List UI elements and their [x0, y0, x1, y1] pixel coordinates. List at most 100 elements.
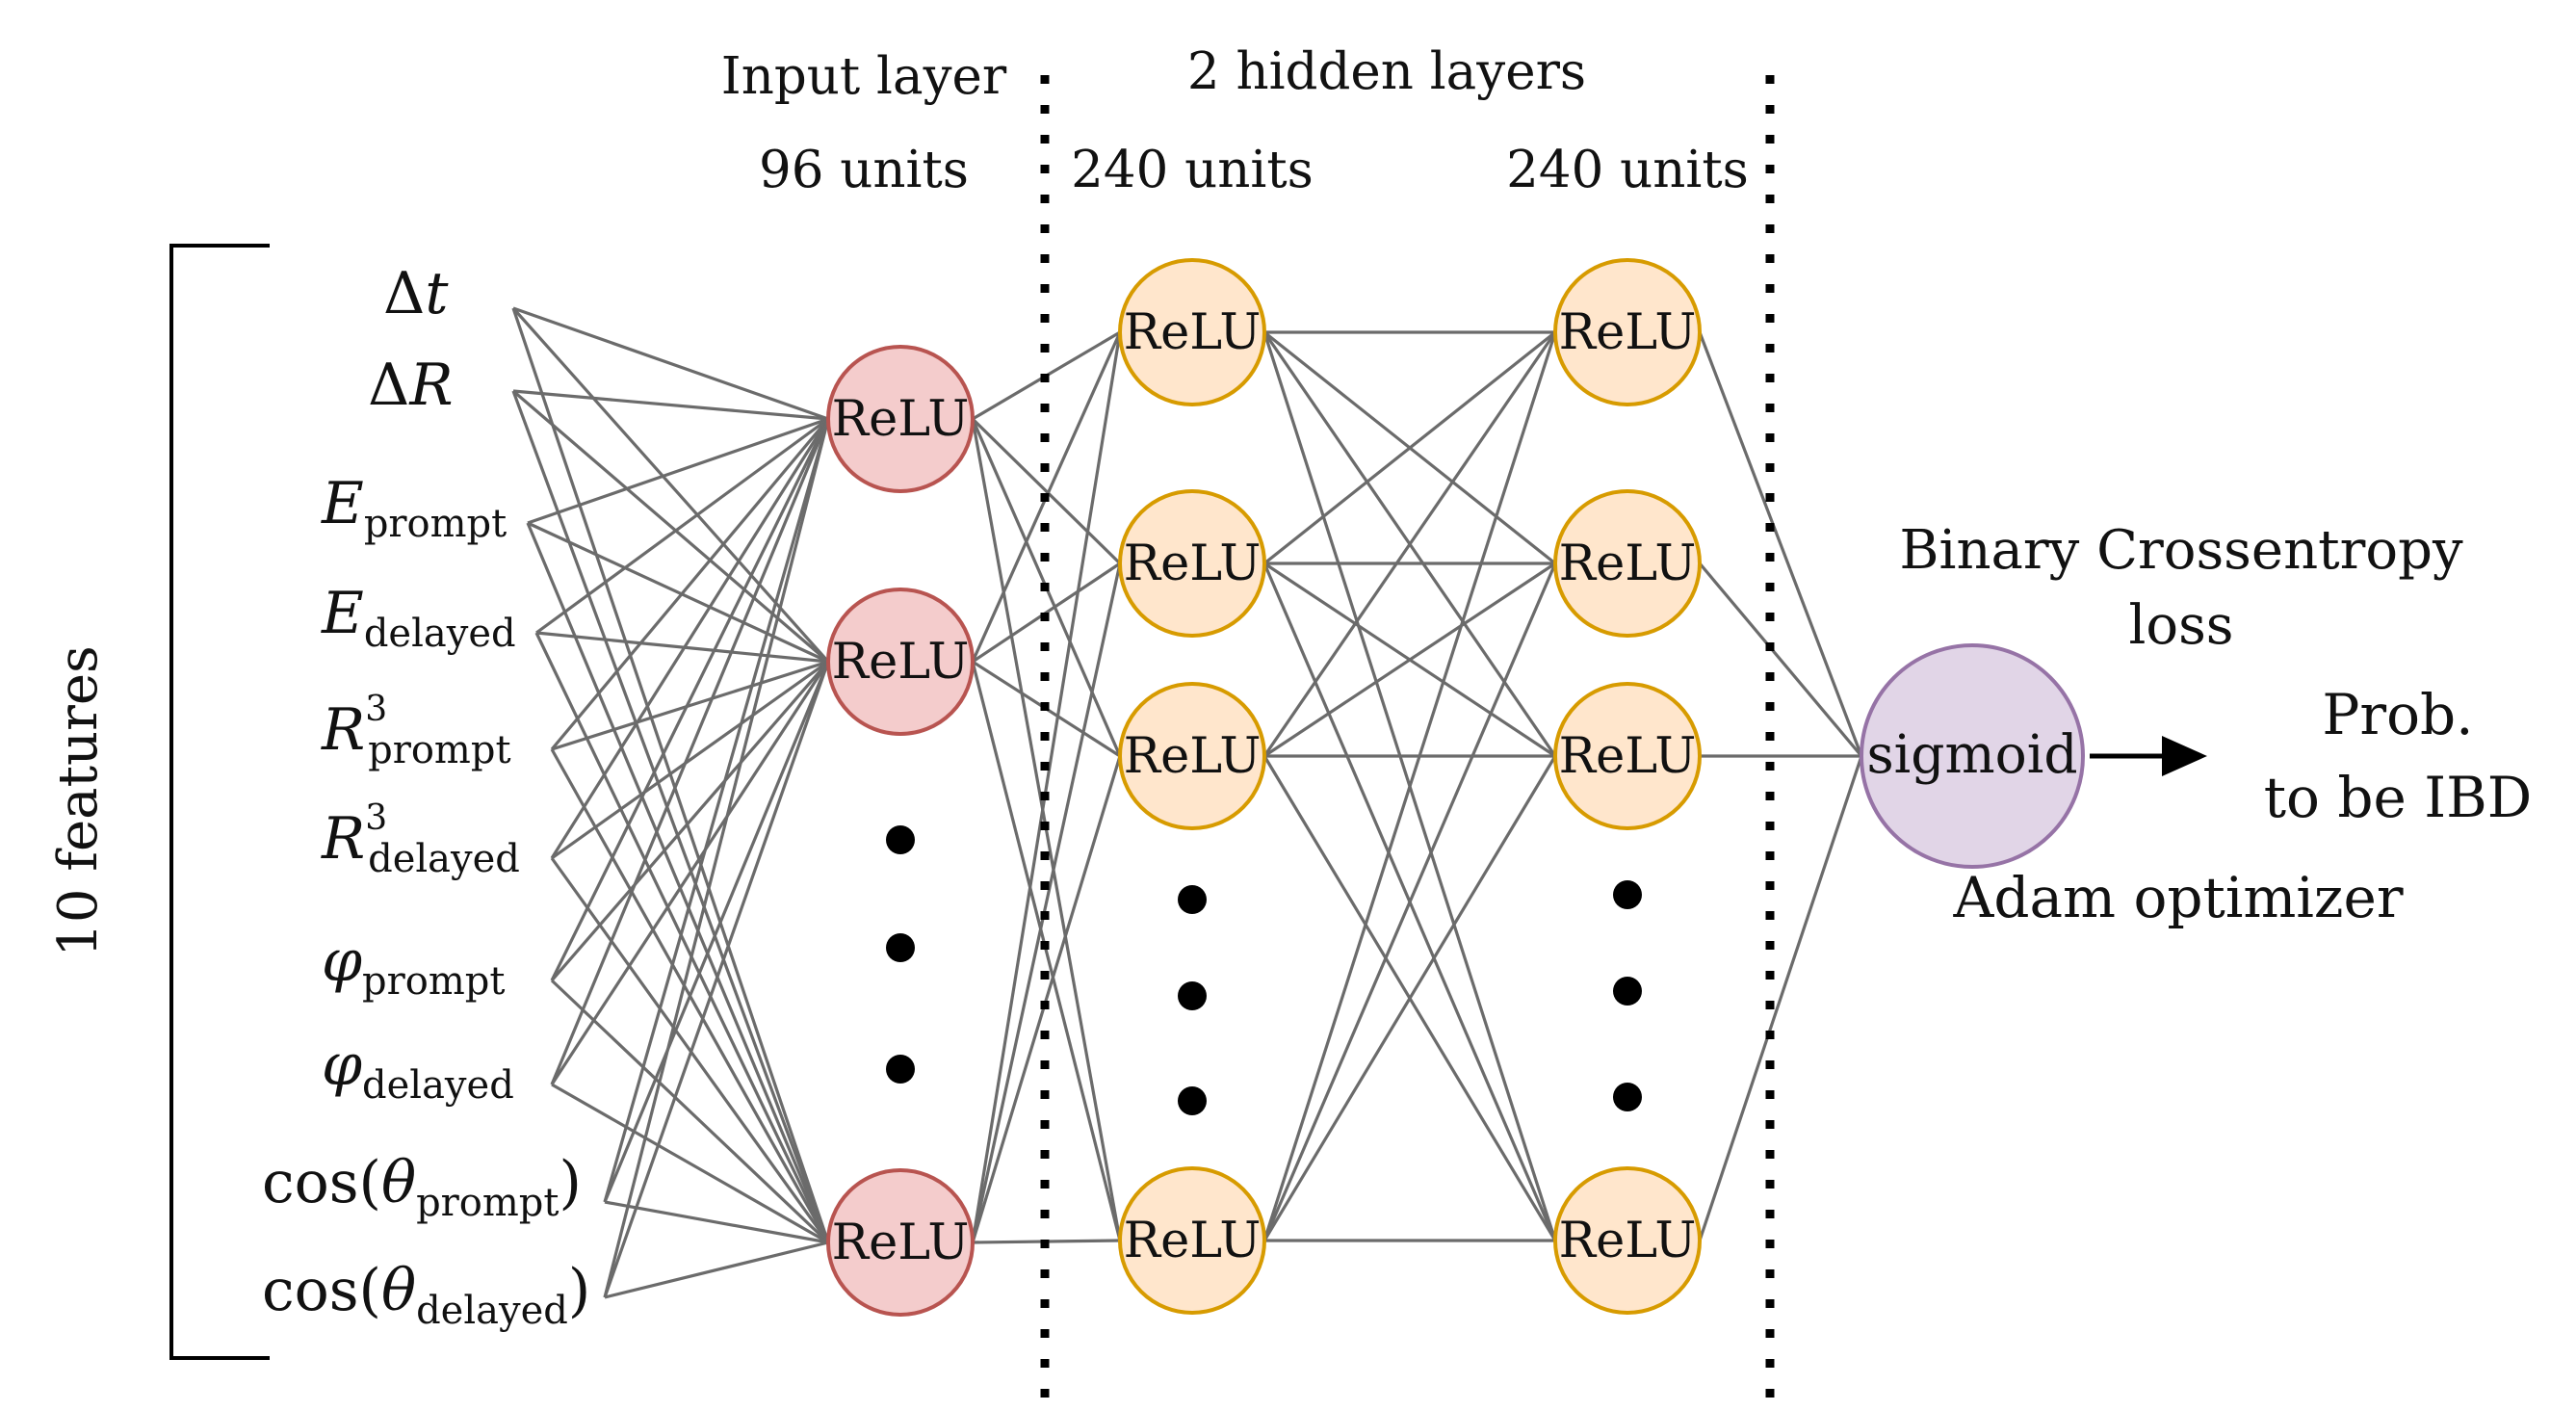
ellipsis-dot — [886, 933, 915, 962]
output-node-label: sigmoid — [1866, 723, 2077, 785]
feature-label: ΔR — [368, 352, 454, 419]
ellipsis-dot — [1178, 981, 1207, 1010]
hidden2-node-4-circle — [1553, 1166, 1702, 1315]
connection-line — [603, 418, 830, 1298]
hidden2-node-2-label: ReLU — [1559, 536, 1697, 592]
connection-line — [550, 418, 830, 1085]
ellipsis-dot — [1613, 880, 1642, 909]
result-line2: to be IBD — [2264, 765, 2533, 830]
hidden1-node-1-label: ReLU — [1124, 304, 1262, 361]
input-ellipsis — [886, 825, 915, 1084]
connection-line — [512, 389, 829, 421]
connection-line — [550, 661, 830, 1085]
feature-label: Edelayed — [321, 580, 516, 656]
connection-line — [550, 418, 830, 859]
hidden2-node-3-label: ReLU — [1559, 728, 1697, 785]
hidden1-ellipsis — [1178, 885, 1207, 1115]
connection-line — [511, 389, 830, 664]
connection-line — [535, 631, 829, 664]
connection-line — [971, 661, 1122, 1241]
hidden2-node-4: ReLU — [1553, 1166, 1702, 1315]
hidden2-ellipsis — [1613, 880, 1642, 1111]
connection-line — [527, 417, 829, 525]
connection-line — [604, 1200, 829, 1244]
hidden1-node-4: ReLU — [1118, 1166, 1266, 1315]
hidden1-node-4-circle — [1118, 1166, 1266, 1315]
connection-line — [971, 562, 1122, 1243]
hidden1-node-2-label: ReLU — [1124, 536, 1262, 592]
connection-line — [971, 755, 1122, 1243]
features-bracket — [169, 244, 270, 1360]
output-node: sigmoid — [1860, 643, 2085, 869]
connection-line — [512, 306, 829, 421]
connection-line — [971, 331, 1122, 1243]
hidden1-node-1: ReLU — [1118, 258, 1266, 406]
ellipsis-dot — [1178, 1086, 1207, 1115]
feature-label: cos(θprompt) — [262, 1149, 582, 1225]
connection-line — [550, 418, 830, 981]
optimizer-label: Adam optimizer — [1952, 865, 2403, 930]
hidden2-node-1-circle — [1553, 258, 1702, 406]
hidden1-node-3-label: ReLU — [1124, 728, 1262, 785]
input-node-3-circle — [826, 1168, 975, 1317]
hidden2-units: 240 units — [1506, 141, 1749, 199]
connection-line — [1263, 562, 1556, 758]
connection-line — [550, 417, 830, 751]
feature-label: Eprompt — [321, 470, 507, 546]
input-layer-units: 96 units — [759, 141, 969, 199]
input-node-1-label: ReLU — [832, 391, 970, 448]
connection-line — [1698, 331, 1863, 757]
hidden1-units: 240 units — [1071, 141, 1314, 199]
hidden2-node-2-circle — [1553, 489, 1702, 638]
feature-label: cos(θdelayed) — [262, 1257, 590, 1333]
hidden2-node-4-label: ReLU — [1559, 1213, 1697, 1269]
connection-line — [1262, 755, 1557, 1241]
connection-line — [971, 417, 1122, 565]
feature-label: φprompt — [322, 928, 505, 1004]
input-node-3: ReLU — [826, 1168, 975, 1317]
ellipsis-dot — [1613, 1083, 1642, 1111]
loss-label-line1: Binary Crossentropy — [1899, 519, 2463, 582]
connection-line — [603, 661, 830, 1203]
connection-line — [550, 660, 830, 982]
connection-line — [1698, 755, 1863, 1241]
hidden1-node-3: ReLU — [1118, 682, 1266, 830]
input-node-2: ReLU — [826, 588, 975, 736]
hidden-layers-title: 2 hidden layers — [1187, 42, 1586, 101]
connection-line — [603, 418, 830, 1203]
input-node-2-label: ReLU — [832, 634, 970, 691]
connection-line — [534, 632, 830, 1243]
ellipsis-dot — [886, 825, 915, 854]
hidden2-node-3: ReLU — [1553, 682, 1702, 830]
connection-line — [550, 979, 830, 1244]
feature-label: φdelayed — [322, 1032, 514, 1108]
connection-line — [535, 417, 829, 635]
connections — [511, 306, 1863, 1299]
connection-line — [1262, 562, 1557, 1241]
hidden2-node-1-label: ReLU — [1559, 304, 1697, 361]
connection-line — [511, 390, 830, 1243]
connection-line — [604, 1241, 829, 1299]
hidden1-node-2-circle — [1118, 489, 1266, 638]
input-layer-title: Input layer — [721, 47, 1007, 106]
connection-line — [551, 660, 829, 751]
connection-line — [1262, 331, 1557, 1241]
hidden1-node-2: ReLU — [1118, 489, 1266, 638]
hidden1-node-3-circle — [1118, 682, 1266, 830]
hidden2-node-3-circle — [1553, 682, 1702, 830]
loss-label-line2: loss — [2128, 594, 2233, 657]
ellipsis-dot — [1178, 885, 1207, 914]
connection-line — [1263, 330, 1556, 565]
connection-line — [1262, 331, 1557, 757]
connection-line — [526, 522, 830, 1243]
connection-line — [1698, 562, 1863, 758]
output-node-circle — [1860, 643, 2085, 869]
connection-line — [527, 521, 829, 664]
output-arrow-head — [2162, 736, 2207, 776]
feature-label: Δt — [383, 260, 449, 327]
input-node-3-label: ReLU — [832, 1215, 970, 1271]
